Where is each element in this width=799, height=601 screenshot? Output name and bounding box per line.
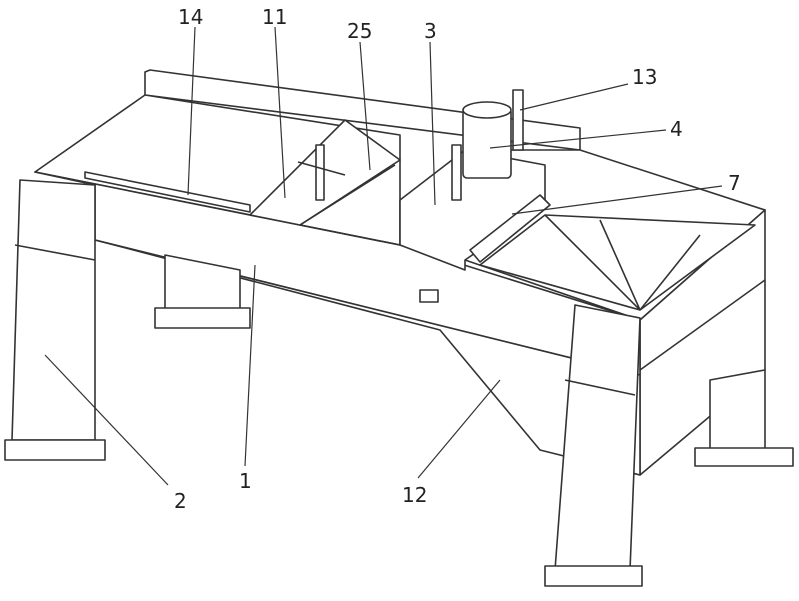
label-4: 4 bbox=[670, 117, 683, 141]
rod bbox=[451, 144, 462, 201]
label-11: 11 bbox=[262, 5, 287, 29]
slide-plate-11 bbox=[249, 119, 401, 226]
leg-left-front-foot bbox=[4, 439, 106, 461]
rod-13 bbox=[512, 89, 524, 151]
leg-right-rear bbox=[709, 369, 766, 451]
leader-lines bbox=[44, 26, 723, 486]
label-14: 14 bbox=[178, 5, 203, 29]
knob bbox=[419, 289, 439, 303]
label-2: 2 bbox=[174, 489, 187, 513]
leg-left-front bbox=[11, 179, 96, 441]
label-13: 13 bbox=[632, 65, 657, 89]
leg-left-rear-foot bbox=[154, 307, 251, 329]
label-3: 3 bbox=[424, 19, 437, 43]
label-1: 1 bbox=[239, 469, 252, 493]
clamp-screw bbox=[315, 144, 325, 201]
label-25: 25 bbox=[347, 19, 372, 43]
guide-rail-14 bbox=[84, 171, 251, 213]
leg-right-front-foot bbox=[544, 565, 643, 587]
hopper-inner bbox=[479, 214, 756, 311]
label-7: 7 bbox=[728, 171, 741, 195]
leg-right-rear-foot bbox=[694, 447, 794, 467]
label-12: 12 bbox=[402, 483, 427, 507]
